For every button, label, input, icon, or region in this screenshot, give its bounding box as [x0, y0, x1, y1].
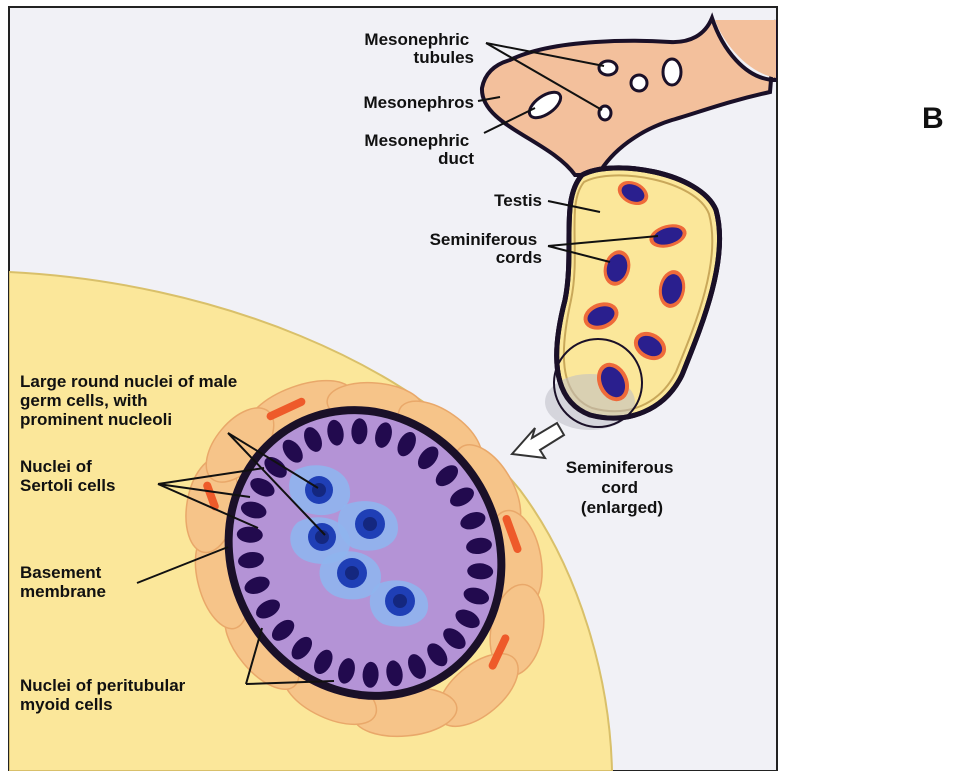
label-line: Large round nuclei of male — [20, 372, 237, 391]
label-line: Mesonephric — [364, 30, 469, 49]
label-line: Mesonephric — [364, 131, 469, 150]
panel-letter: B — [922, 102, 944, 135]
label-line: Testis — [494, 191, 542, 210]
label-line: myoid cells — [20, 695, 113, 714]
label-line: Mesonephros — [363, 93, 474, 112]
mesonephric-tubule — [631, 75, 647, 91]
label-line: germ cells, with — [20, 391, 148, 410]
mesonephric-tubule — [599, 61, 617, 75]
mesonephric-tubule — [599, 106, 611, 120]
label-line: Basement — [20, 563, 102, 582]
label-mesonephros: Mesonephros — [363, 93, 474, 112]
label-line: Seminiferous — [430, 230, 538, 249]
label-basement-membrane: Basement membrane — [20, 563, 106, 601]
label-line: Sertoli cells — [20, 476, 115, 495]
label-line: prominent nucleoli — [20, 410, 172, 429]
label-line: cords — [496, 248, 542, 267]
label-line: duct — [438, 149, 474, 168]
label-testis: Testis — [494, 191, 542, 210]
label-line: (enlarged) — [581, 498, 663, 517]
mesonephric-tubule — [663, 59, 681, 85]
label-line: tubules — [414, 48, 474, 67]
label-line: membrane — [20, 582, 106, 601]
label-line: cord — [601, 478, 638, 497]
label-line: Nuclei of peritubular — [20, 676, 186, 695]
label-line: Seminiferous — [566, 458, 674, 477]
label-line: Nuclei of — [20, 457, 92, 476]
